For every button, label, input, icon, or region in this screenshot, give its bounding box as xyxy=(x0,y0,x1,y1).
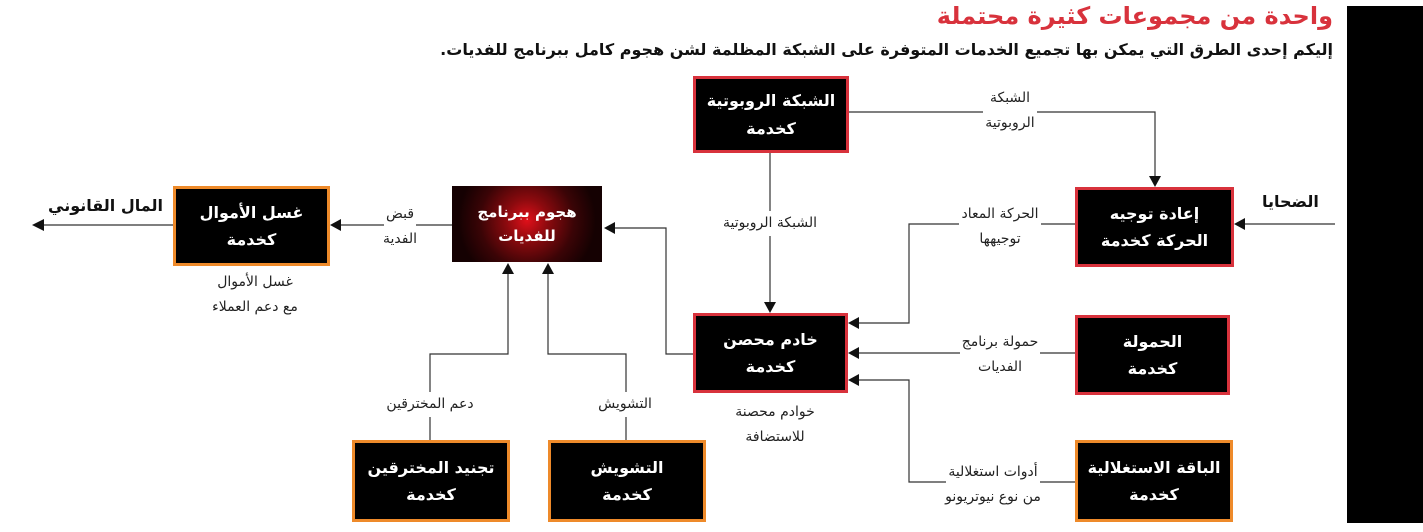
page-title: واحدة من مجموعات كثيرة محتملة xyxy=(936,2,1333,30)
arrowhead xyxy=(1234,218,1245,230)
arrowhead xyxy=(330,219,341,231)
label-botnet-to-server: الشبكة الروبوتية xyxy=(700,211,840,236)
arrowhead xyxy=(502,263,514,274)
arrowhead xyxy=(32,219,44,231)
label-disruption: التشويش xyxy=(570,392,680,417)
edge-server-attack xyxy=(612,227,693,355)
arrowhead xyxy=(604,222,615,234)
legal-money-label: المال القانوني xyxy=(48,196,163,215)
label-hacker-support: دعم المخترقين xyxy=(355,392,505,417)
arrowhead xyxy=(848,374,859,386)
arrowhead xyxy=(848,347,859,359)
victims-label: الضحايا xyxy=(1262,192,1319,211)
arrowhead xyxy=(1149,176,1161,187)
arrowhead xyxy=(764,302,776,313)
side-bar xyxy=(1347,6,1423,523)
arrowhead xyxy=(542,263,554,274)
page-subtitle: إليكم إحدى الطرق التي يمكن بها تجميع الخ… xyxy=(440,40,1333,59)
edge-botnet-redirect xyxy=(849,111,1156,180)
arrowhead xyxy=(848,317,859,329)
